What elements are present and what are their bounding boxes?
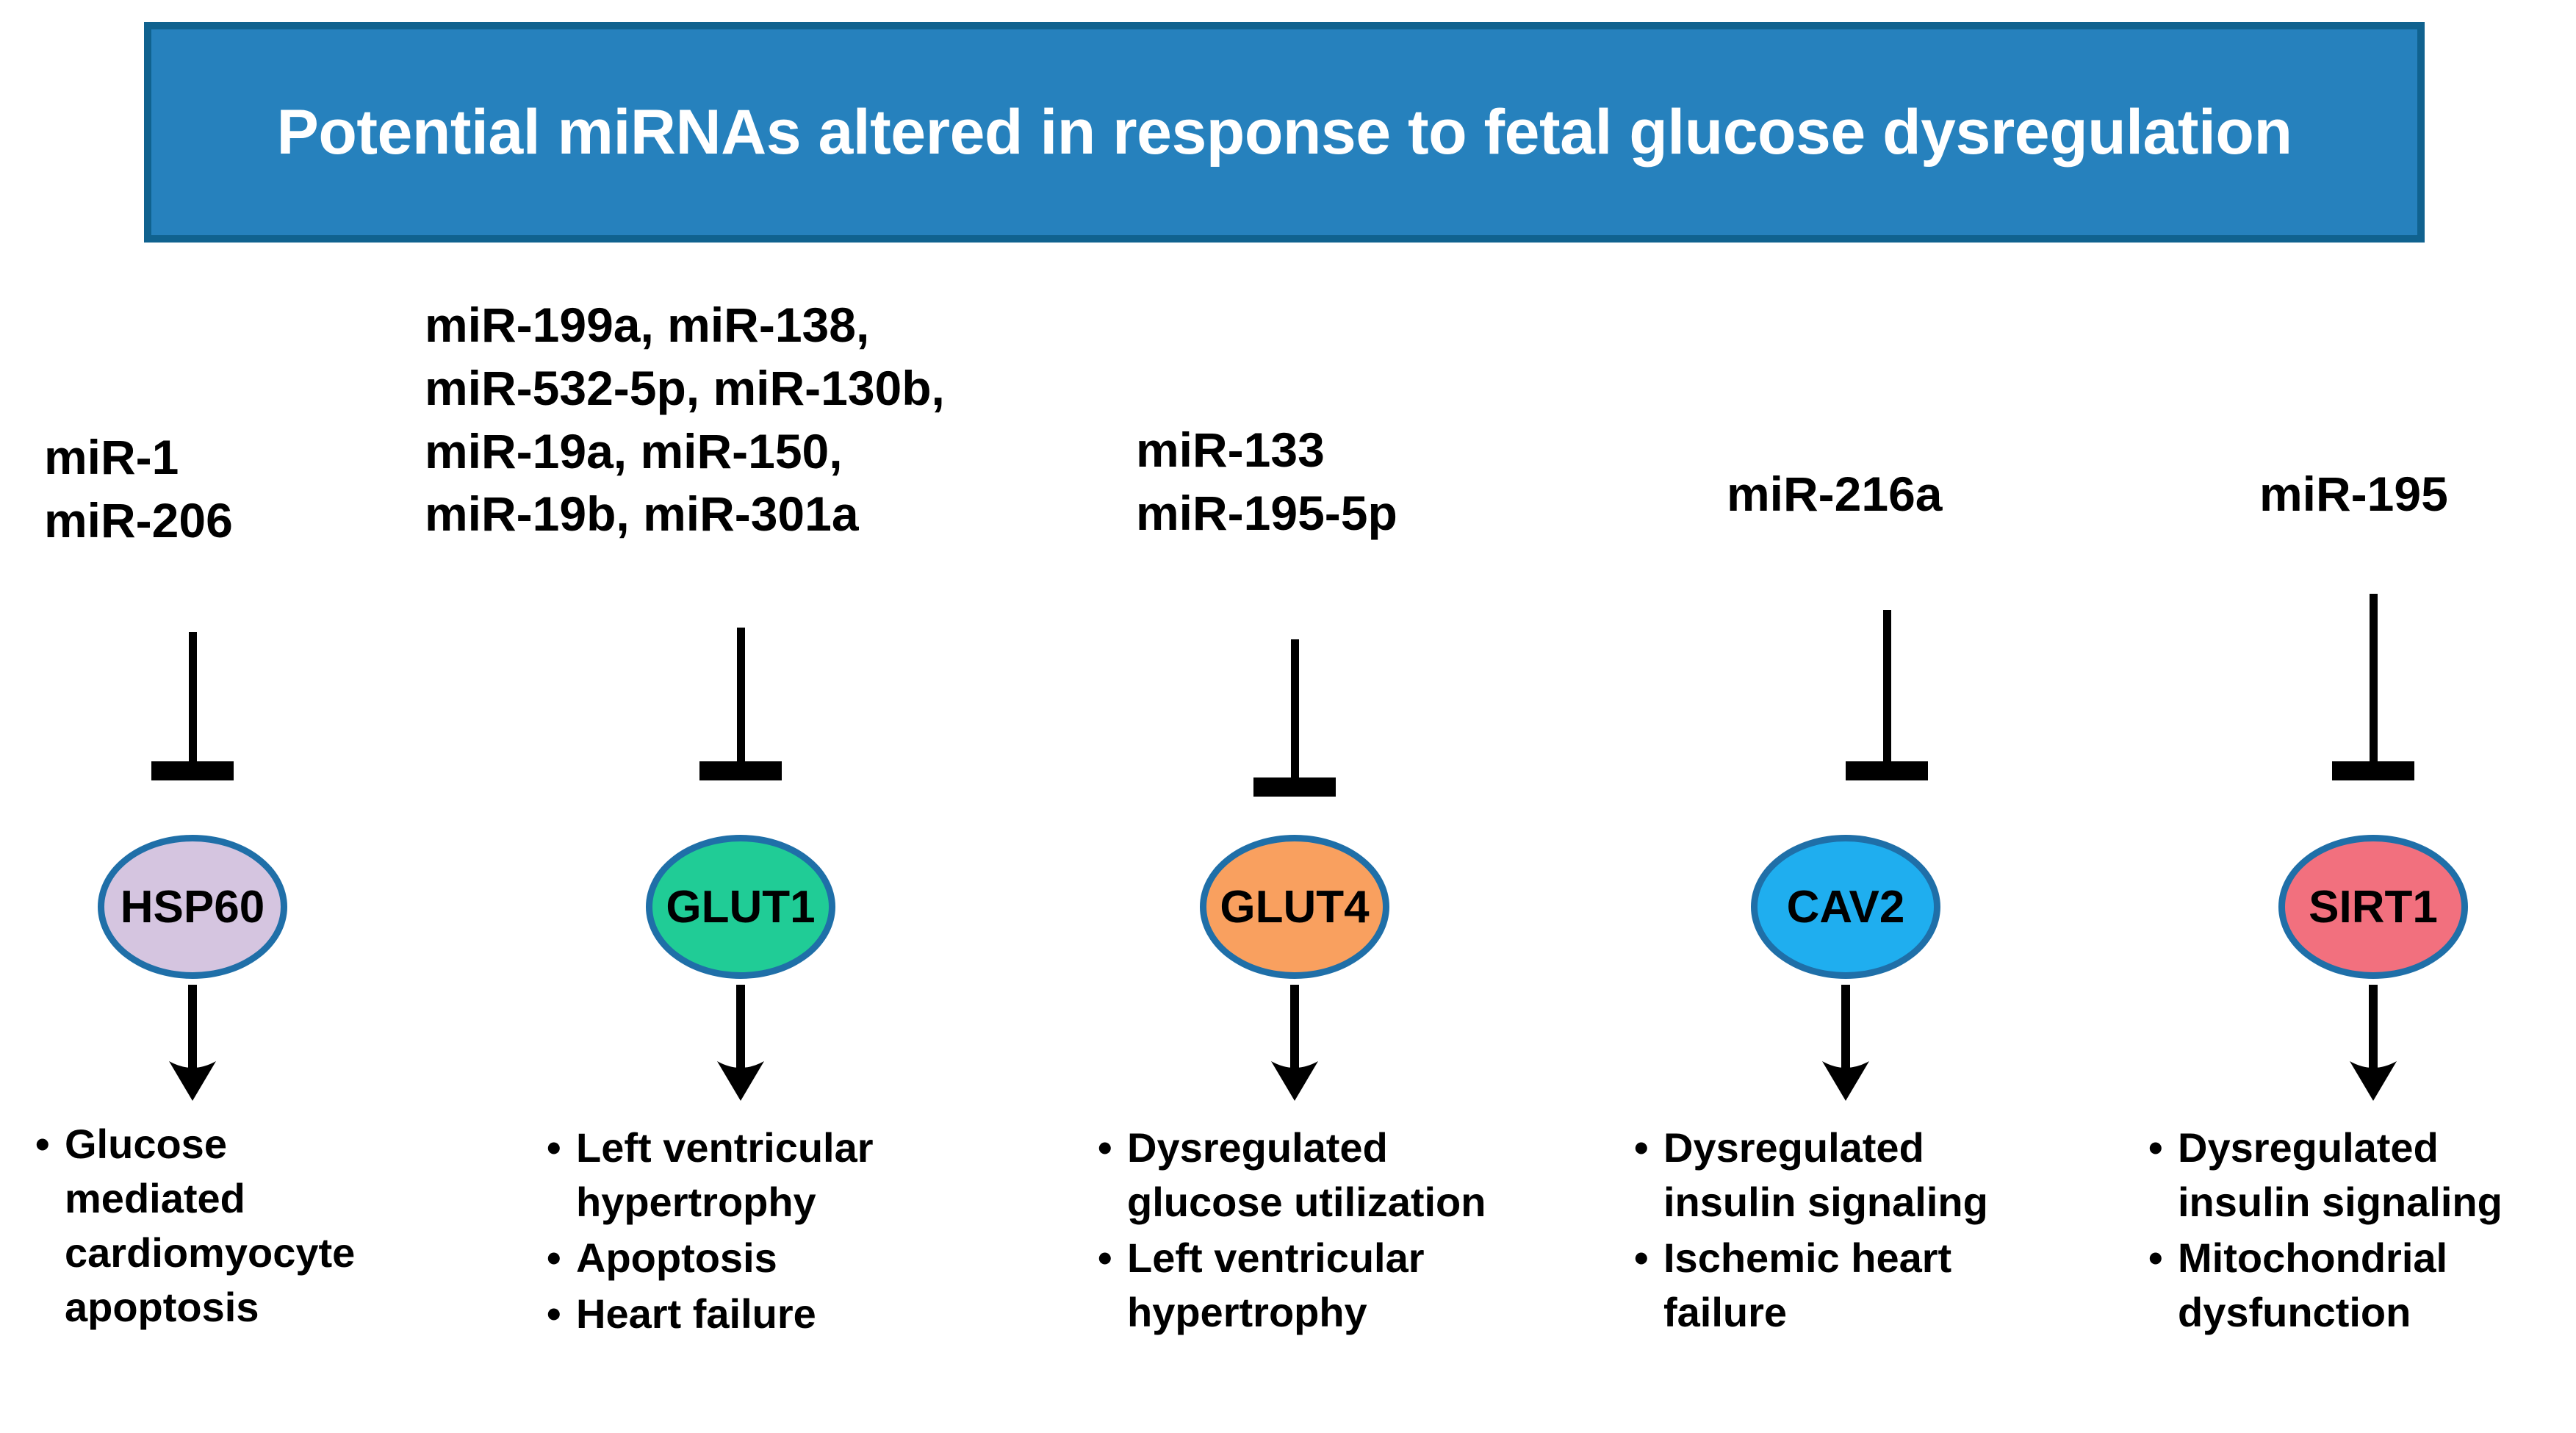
list-item: Dysregulated glucose utilization (1095, 1121, 1521, 1229)
arrow-icon (2350, 985, 2397, 1101)
list-item: Dysregulated insulin signaling (2145, 1121, 2557, 1229)
node-label: GLUT1 (666, 881, 816, 933)
list-item: Ischemic heart failure (1631, 1231, 2057, 1340)
node-label: HSP60 (120, 881, 265, 933)
inhibition-connector-sirt1 (2332, 594, 2414, 780)
mirna-line: miR-19b, miR-301a (425, 486, 859, 542)
node-cav2[interactable]: CAV2 (1751, 835, 1940, 979)
mirna-line: miR-195-5p (1136, 485, 1397, 540)
mirna-label-glut4: miR-133 miR-195-5p (1136, 419, 1397, 545)
list-item: Left ventricular hypertrophy (544, 1121, 955, 1229)
inhibition-stem (1882, 610, 1891, 763)
inhibition-stem (1290, 639, 1299, 779)
mirna-line: miR-133 (1136, 423, 1325, 477)
arrow-icon (169, 985, 216, 1101)
pathway-column-sirt1: miR-195 SIRT1 Dysregulated insulin signa… (2145, 243, 2576, 1433)
node-hsp60[interactable]: HSP60 (98, 835, 287, 979)
list-item: Apoptosis (544, 1231, 955, 1285)
mirna-label-hsp60: miR-1 miR-206 (44, 426, 233, 553)
node-sirt1[interactable]: SIRT1 (2278, 835, 2468, 979)
outcomes-sirt1: Dysregulated insulin signaling Mitochond… (2145, 1121, 2557, 1341)
list-item: Heart failure (544, 1287, 955, 1341)
list-item: Mitochondrial dysfunction (2145, 1231, 2557, 1340)
mirna-line: miR-195 (2259, 467, 2448, 521)
inhibition-crossbar (1846, 761, 1928, 780)
outcomes-glut4: Dysregulated glucose utilization Left ve… (1095, 1121, 1521, 1341)
inhibition-connector-cav2 (1846, 610, 1928, 780)
list-item: Left ventricular hypertrophy (1095, 1231, 1521, 1340)
mirna-label-sirt1: miR-195 (2259, 463, 2448, 526)
inhibition-stem (736, 628, 745, 763)
outcomes-hsp60: Glucose mediated cardiomyocyte apoptosis (32, 1117, 356, 1336)
inhibition-stem (2369, 594, 2378, 763)
arrow-icon (717, 985, 764, 1101)
mirna-line: miR-199a, miR-138, (425, 298, 870, 352)
node-label: CAV2 (1786, 881, 1905, 933)
node-label: SIRT1 (2309, 881, 2438, 933)
arrow-sirt1 (2344, 985, 2403, 1102)
node-label: GLUT4 (1220, 881, 1370, 933)
arrow-icon (1271, 985, 1318, 1101)
inhibition-connector-glut4 (1253, 639, 1336, 797)
arrow-cav2 (1816, 985, 1875, 1102)
inhibition-connector-glut1 (699, 628, 782, 780)
mirna-label-glut1: miR-199a, miR-138, miR-532-5p, miR-130b,… (425, 294, 945, 546)
mirna-line: miR-1 (44, 430, 179, 484)
mirna-line: miR-216a (1727, 467, 1943, 521)
mirna-line: miR-206 (44, 492, 233, 547)
node-glut4[interactable]: GLUT4 (1200, 835, 1389, 979)
pathway-column-glut4: miR-133 miR-195-5p GLUT4 Dysregulated gl… (1087, 243, 1661, 1433)
arrow-icon (1822, 985, 1869, 1101)
inhibition-stem (188, 632, 197, 763)
pathway-column-hsp60: miR-1 miR-206 HSP60 Glucose mediated car… (0, 243, 456, 1433)
mirna-label-cav2: miR-216a (1727, 463, 1943, 526)
arrow-glut1 (711, 985, 770, 1102)
mirna-line: miR-19a, miR-150, (425, 423, 843, 478)
figure-title-banner: Potential miRNAs altered in response to … (144, 22, 2425, 243)
arrow-hsp60 (163, 985, 222, 1102)
outcomes-glut1: Left ventricular hypertrophy Apoptosis H… (544, 1121, 955, 1343)
inhibition-crossbar (151, 761, 234, 780)
mirna-line: miR-532-5p, miR-130b, (425, 360, 945, 415)
figure-title-text: Potential miRNAs altered in response to … (276, 96, 2292, 168)
list-item: Glucose mediated cardiomyocyte apoptosis (32, 1117, 356, 1335)
inhibition-crossbar (1253, 777, 1336, 797)
pathway-column-glut1: miR-199a, miR-138, miR-532-5p, miR-130b,… (411, 243, 1073, 1433)
pathway-column-cav2: miR-216a CAV2 Dysregulated insulin signa… (1631, 243, 2175, 1433)
inhibition-crossbar (2332, 761, 2414, 780)
inhibition-crossbar (699, 761, 782, 780)
arrow-glut4 (1265, 985, 1324, 1102)
outcomes-cav2: Dysregulated insulin signaling Ischemic … (1631, 1121, 2057, 1341)
node-glut1[interactable]: GLUT1 (646, 835, 835, 979)
inhibition-connector-hsp60 (151, 632, 234, 780)
list-item: Dysregulated insulin signaling (1631, 1121, 2057, 1229)
